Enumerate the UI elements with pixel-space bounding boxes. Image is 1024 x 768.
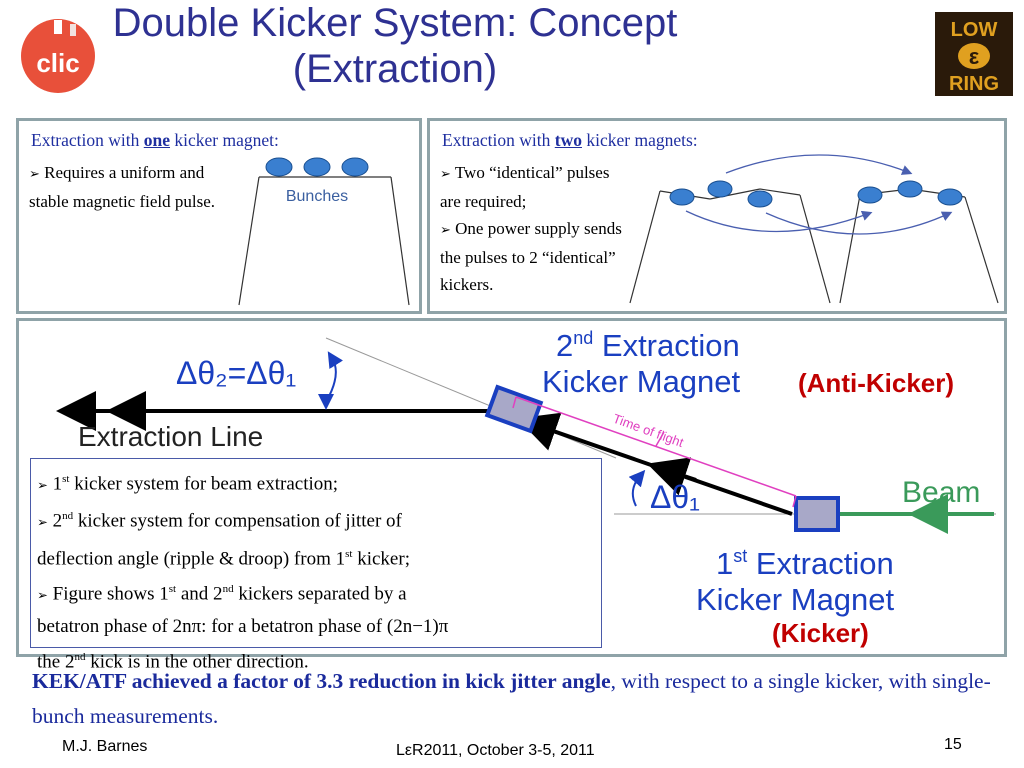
curved-arrow-top [725, 154, 913, 175]
two-kicker-diagram [629, 154, 999, 304]
logo-right-line-3: RING [949, 73, 999, 95]
panel-two-kickers: Extraction with two kicker magnets: ➢ Tw… [427, 118, 1007, 314]
logo-right-line-2: ε [969, 44, 980, 69]
title-line-2: (Extraction) [292, 47, 498, 91]
first-kicker-magnet [794, 496, 840, 532]
delta2-arc [325, 351, 344, 403]
bullet-2-cont: deflection angle (ripple & droop) from 1… [37, 547, 410, 569]
bullet-3-cont2: the 2nd kick is in the other direction. [37, 651, 309, 673]
beam-label: Beam [902, 476, 980, 509]
bunch-marker [303, 157, 331, 177]
second-kicker-label-line2: Kicker Magnet [542, 364, 741, 399]
bullet-2: ➢ 2nd kicker system for compensation of … [37, 510, 402, 532]
curved-arrow-low [765, 211, 953, 235]
bunch-marker [937, 188, 963, 206]
bunch-marker [341, 157, 369, 177]
clic-logo-text: clic [36, 48, 79, 78]
footer-event: LεR2011, October 3-5, 2011 [396, 742, 595, 759]
extraction-line-label: Extraction Line [78, 421, 263, 452]
bullet-3-cont: betatron phase of 2nπ: for a betatron ph… [37, 616, 449, 638]
delta1-arc [628, 469, 646, 507]
bullet-1: ➢ 1st kicker system for beam extraction; [37, 473, 339, 495]
bunch-marker [897, 180, 923, 198]
title-line-1: Double Kicker System: Concept [112, 1, 678, 45]
bunch-marker [669, 188, 695, 206]
low-emittance-ring-logo: LOW ε RING [935, 12, 1013, 96]
bunch-marker [747, 190, 773, 208]
footer-page-number: 15 [944, 736, 962, 753]
second-kicker-magnet [484, 384, 544, 434]
kicker-diagram: Time of flight Δθ₂=Δθ₁ Δθ₁ Extraction Li… [56, 328, 996, 648]
delta2-label: Δθ₂=Δθ₁ [176, 355, 296, 391]
panel-two-heading: Extraction with two kicker magnets: [442, 130, 698, 150]
logo-right-line-1: LOW [951, 19, 998, 41]
one-kicker-diagram: Bunches [238, 157, 410, 306]
bullet-3: ➢ Figure shows 1st and 2nd kickers separ… [37, 582, 407, 605]
first-kicker-label-line2: Kicker Magnet [696, 582, 895, 617]
conclusion-text: KEK/ATF achieved a factor of 3.3 reducti… [32, 669, 991, 728]
clic-logo: clic [21, 19, 95, 93]
bunch-marker [857, 186, 883, 204]
first-kicker-label-line1: 1st Extraction [716, 546, 894, 581]
panel-one-kicker: Extraction with one kicker magnet: ➢ Req… [16, 118, 422, 314]
kicker-label: (Kicker) [772, 618, 869, 648]
footer-author: M.J. Barnes [62, 738, 148, 755]
anti-kicker-label: (Anti-Kicker) [798, 368, 954, 398]
second-kicker-label-line1: 2nd Extraction [556, 328, 740, 363]
delta1-label: Δθ₁ [650, 479, 700, 515]
time-of-flight-bracket [515, 396, 797, 497]
panel-one-heading: Extraction with one kicker magnet: [31, 130, 279, 150]
panel-two-bullets: ➢ Two “identical” pulses are required; ➢… [440, 163, 622, 294]
panel-one-bullet: ➢ Requires a uniform and stable magnetic… [29, 163, 215, 211]
curved-arrow-mid [685, 210, 873, 233]
page-title: Double Kicker System: Concept (Extractio… [0, 0, 790, 92]
description-box: ➢ 1st kicker system for beam extraction;… [30, 458, 602, 673]
bunch-marker [707, 180, 733, 198]
bunches-label: Bunches [286, 188, 348, 205]
bunch-marker [265, 157, 293, 177]
